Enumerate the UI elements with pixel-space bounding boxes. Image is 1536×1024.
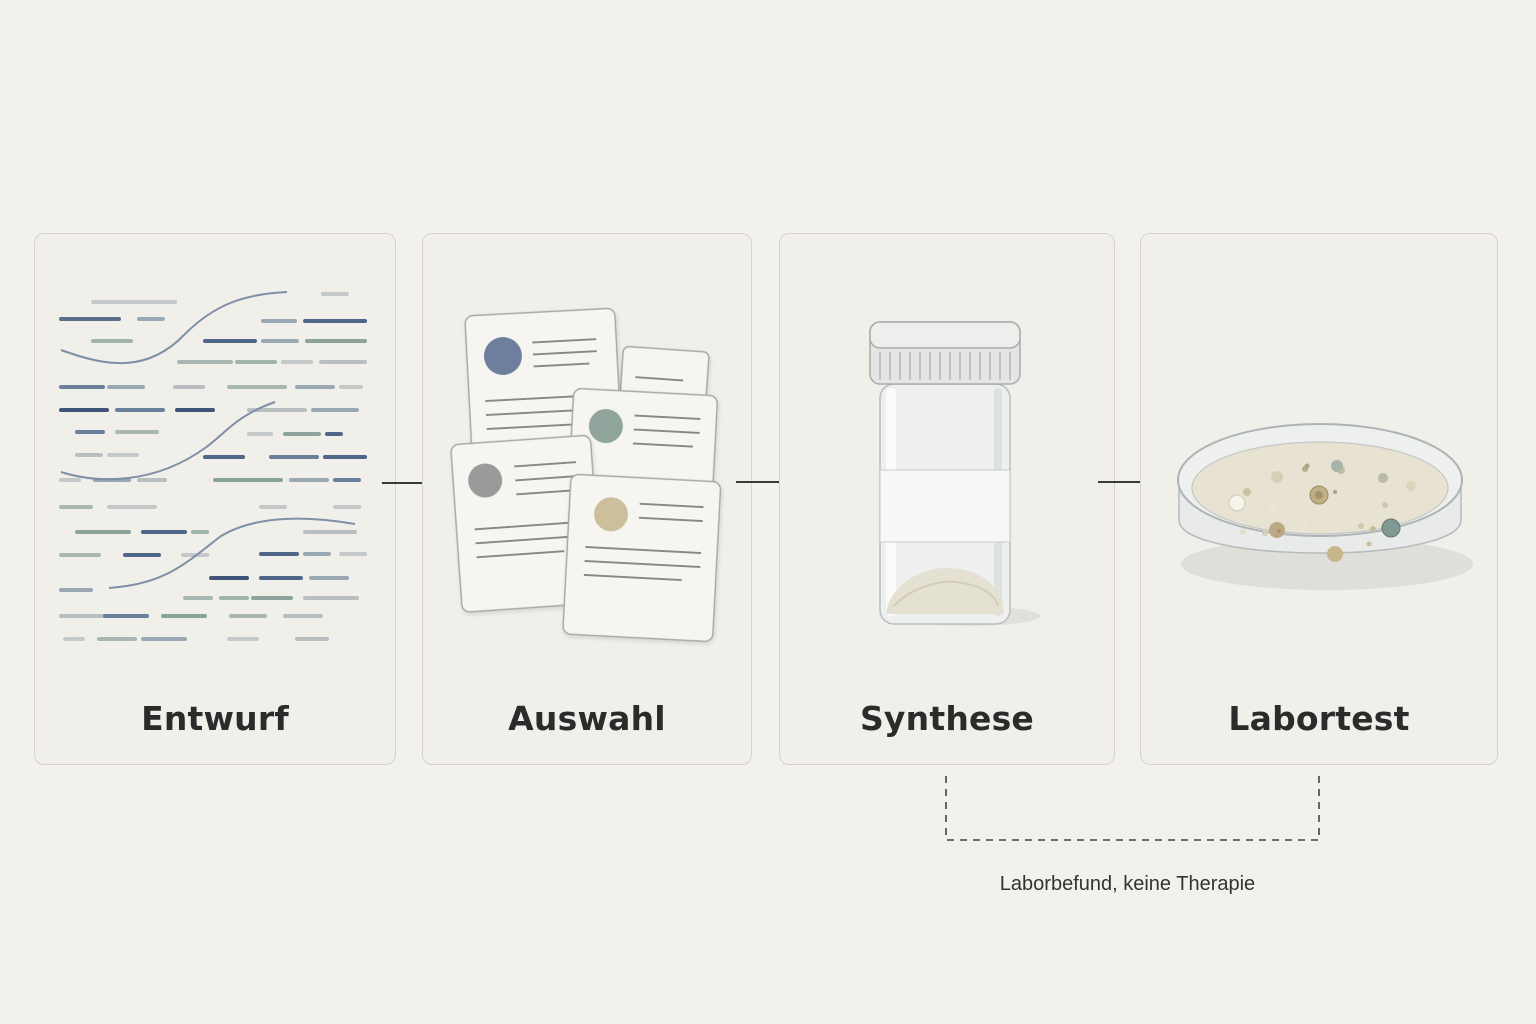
petri-dish-icon [1177, 423, 1473, 590]
step-label-labortest: Labortest [1228, 699, 1410, 738]
vial-icon [869, 321, 1040, 626]
step-card-auswahl: Auswahl [422, 233, 752, 765]
step-label-entwurf: Entwurf [141, 699, 289, 738]
connector-line [736, 481, 802, 483]
footnote-caption: Laborbefund, keine Therapie [999, 873, 1256, 895]
step-label-synthese: Synthese [859, 699, 1035, 738]
document-cards-icon [450, 307, 722, 643]
step-label-auswahl: Auswahl [508, 699, 666, 738]
sequence-lines-icon [59, 291, 367, 641]
step-card-synthese: Synthese [779, 233, 1115, 765]
connector-line [382, 482, 440, 484]
connector-line [1098, 481, 1156, 483]
step-card-labortest: Labortest [1140, 233, 1498, 765]
step-card-entwurf: Entwurf [34, 233, 396, 765]
